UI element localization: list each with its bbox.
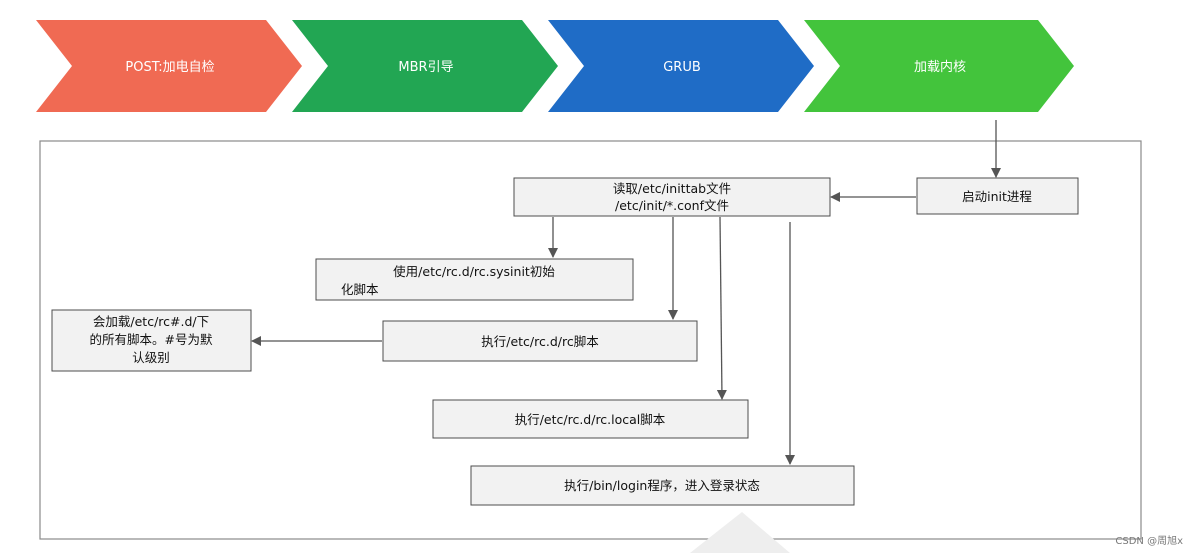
box-read-conf-rect [513, 177, 831, 217]
box-start-init-rect [916, 177, 1079, 215]
box-rc-dir-note-line-3: 认级别 [132, 350, 170, 365]
stage-mbr-label: MBR引导 [398, 60, 453, 75]
stage-grub-chevron [548, 20, 814, 112]
box-sysinit-line-2: 化脚本 [341, 282, 379, 297]
stage-grub-label: GRUB [663, 60, 701, 75]
box-rc-dir-note-line-1: 会加载/etc/rc#.d/下 [93, 314, 209, 329]
box-rc-dir-note: 会加载/etc/rc#.d/下 的所有脚本。#号为默 认级别 [51, 309, 252, 372]
box-login-text: 执行/bin/login程序，进入登录状态 [564, 478, 760, 493]
box-rc-script-rect [382, 320, 698, 362]
stage-post-chevron [36, 20, 302, 112]
box-rc-dir-note-line-2: 的所有脚本。#号为默 [90, 332, 213, 347]
box-start-init-text: 启动init进程 [962, 189, 1032, 204]
watermark-text: CSDN @周旭x [1115, 536, 1183, 547]
box-login-rect [470, 465, 855, 506]
stage-kernel: 加载内核 [804, 20, 1074, 112]
box-sysinit: 使用/etc/rc.d/rc.sysinit初始 化脚本 [315, 258, 634, 301]
box-login: 执行/bin/login程序，进入登录状态 [470, 465, 855, 506]
box-rc-script-text: 执行/etc/rc.d/rc脚本 [481, 334, 599, 349]
box-rc-local: 执行/etc/rc.d/rc.local脚本 [432, 399, 749, 439]
stage-mbr: MBR引导 [292, 20, 558, 112]
stage-post: POST:加电自检 [36, 20, 302, 112]
box-rc-local-rect [432, 399, 749, 439]
stage-post-label: POST:加电自检 [125, 60, 214, 75]
box-read-conf: 读取/etc/inittab文件 /etc/init/*.conf文件 [513, 177, 831, 217]
stage-grub: GRUB [548, 20, 814, 112]
arrow-read-to-rclocal [716, 216, 727, 400]
box-rc-local-text: 执行/etc/rc.d/rc.local脚本 [515, 412, 666, 427]
box-rc-dir-note-rect [51, 309, 252, 372]
stage-kernel-chevron [804, 20, 1074, 112]
box-sysinit-rect [315, 258, 634, 301]
stage-kernel-label: 加载内核 [914, 59, 966, 75]
box-start-init: 启动init进程 [916, 177, 1079, 215]
background-watermark-shape [690, 512, 790, 553]
box-sysinit-line-1: 使用/etc/rc.d/rc.sysinit初始 [393, 264, 555, 279]
box-rc-script: 执行/etc/rc.d/rc脚本 [382, 320, 698, 362]
box-read-conf-line-1: 读取/etc/inittab文件 [613, 181, 731, 196]
box-read-conf-line-2: /etc/init/*.conf文件 [615, 198, 729, 213]
stage-mbr-chevron [292, 20, 558, 112]
